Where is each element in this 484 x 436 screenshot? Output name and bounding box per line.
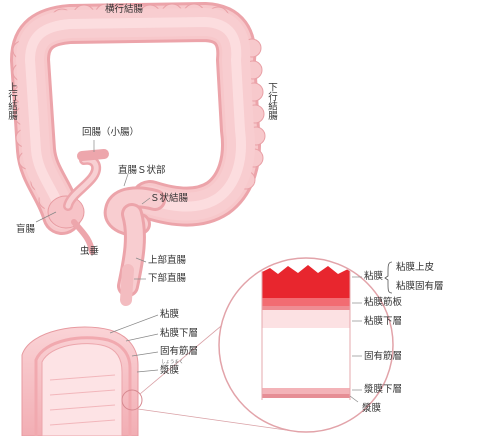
label-wall-mucosa: 粘膜 xyxy=(160,309,179,320)
mucosa-brace xyxy=(385,262,392,293)
large-intestine xyxy=(13,4,265,300)
layer-muscularis-mucosae xyxy=(262,306,350,310)
label-layer-serosa: 漿膜 xyxy=(362,403,381,414)
label-layer-muscularis: 固有筋層 xyxy=(364,351,402,362)
label-appendix: 虫垂 xyxy=(80,246,99,257)
label-layer-muscularis-mucosae: 粘膜筋板 xyxy=(364,297,402,308)
layer-lamina-propria xyxy=(262,298,350,307)
wall-cross-section xyxy=(22,327,142,436)
label-upper-rectum: 上部直腸 xyxy=(148,255,186,266)
layer-submucosa xyxy=(262,310,350,328)
layer-muscularis xyxy=(262,328,350,388)
label-rectum-sigmoid: 直腸Ｓ状部 xyxy=(118,165,166,176)
label-wall-muscularis: 固有筋層 xyxy=(160,346,198,357)
layer-subserosa xyxy=(262,388,350,394)
label-lower-rectum: 下部直腸 xyxy=(148,273,186,284)
label-wall-submucosa: 粘膜下層 xyxy=(160,328,198,339)
label-layer-lamina-propria: 粘膜固有層 xyxy=(396,281,444,292)
label-sigmoid-colon: Ｓ状結腸 xyxy=(150,193,188,204)
label-layer-subserosa: 漿膜下層 xyxy=(364,384,402,395)
label-ascending-colon: 上行結腸 xyxy=(6,82,17,128)
label-layer-submucosa: 粘膜下層 xyxy=(364,316,402,327)
label-ileum: 回腸（小腸） xyxy=(82,127,139,138)
label-wall-serosa: 漿膜 xyxy=(160,365,179,376)
label-layer-epithelium: 粘膜上皮 xyxy=(396,262,434,273)
label-descending-colon: 下行結腸 xyxy=(266,82,277,128)
layer-serosa xyxy=(262,394,350,398)
label-cecum: 盲腸 xyxy=(16,224,35,235)
label-transverse-colon: 横行結腸 xyxy=(105,4,143,15)
label-layer-mucosa: 粘膜 xyxy=(364,271,383,282)
